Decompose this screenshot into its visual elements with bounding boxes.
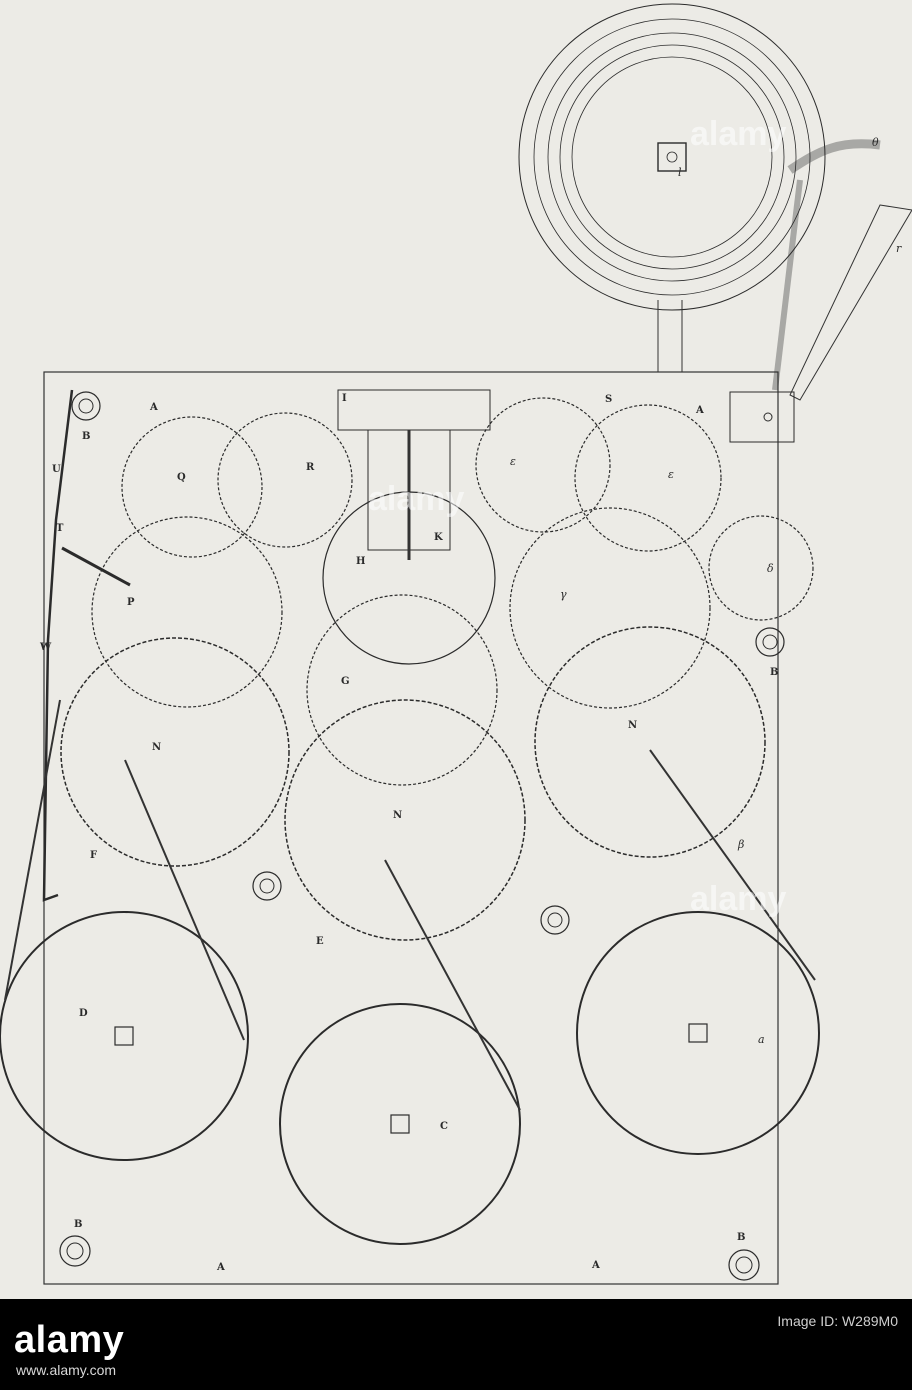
label-e: E bbox=[316, 936, 324, 947]
gear-p bbox=[91, 516, 283, 708]
label-a-top-right: A bbox=[695, 405, 704, 416]
lever-u-w bbox=[42, 389, 74, 902]
stock-footer: alamy www.alamy.com Image ID: W289M0 bbox=[0, 1299, 912, 1390]
gear-r bbox=[217, 412, 353, 548]
label-zeta: ε bbox=[510, 455, 516, 468]
label-b-bottom-left: B bbox=[74, 1219, 82, 1230]
engraving-plate: l θ r A A A A B B B B I S Q R U T W P H … bbox=[0, 3, 912, 1285]
gear-gamma bbox=[509, 507, 711, 709]
rack-i bbox=[337, 389, 491, 560]
label-delta: δ bbox=[767, 562, 774, 575]
label-b-top-left: B bbox=[82, 431, 90, 442]
label-epsilon: ε bbox=[668, 468, 674, 481]
gear-h bbox=[322, 491, 496, 665]
label-gamma: γ bbox=[560, 588, 567, 601]
label-beta: β bbox=[737, 838, 744, 851]
lever-t bbox=[61, 546, 131, 587]
label-g: G bbox=[341, 676, 350, 687]
clockwork-diagram: l θ r A A A A B B B B I S Q R U T W P H … bbox=[0, 3, 912, 1285]
label-tau: r bbox=[896, 242, 902, 255]
barrel-e bbox=[284, 699, 526, 941]
barrel-f bbox=[60, 637, 290, 867]
label-r: R bbox=[306, 462, 315, 473]
label-w: W bbox=[39, 642, 52, 653]
gear-q bbox=[121, 416, 263, 558]
label-k: K bbox=[434, 532, 443, 543]
label-i: I bbox=[342, 393, 347, 404]
label-s: S bbox=[605, 394, 612, 405]
label-c: C bbox=[440, 1121, 448, 1132]
stock-url: www.alamy.com bbox=[16, 1362, 117, 1378]
label-p: P bbox=[127, 597, 135, 608]
pulley-d bbox=[0, 911, 249, 1161]
gear-g bbox=[306, 594, 498, 786]
label-a-bottom-right: A bbox=[591, 1260, 600, 1271]
stock-image-id-label: Image ID: W289M0 bbox=[777, 1313, 898, 1329]
stock-logo: alamy bbox=[14, 1319, 125, 1361]
label-b-right: B bbox=[770, 667, 778, 678]
gear-delta bbox=[708, 515, 814, 621]
label-a-top-left: A bbox=[149, 402, 158, 413]
gear-zeta bbox=[475, 397, 611, 533]
label-a: a bbox=[758, 1033, 765, 1046]
label-t: T bbox=[56, 523, 64, 534]
label-q: Q bbox=[177, 472, 186, 483]
label-theta: θ bbox=[872, 136, 879, 149]
stock-image-id: Image ID: W289M0 bbox=[777, 1313, 898, 1331]
pulley-c bbox=[279, 1003, 521, 1245]
label-f: F bbox=[90, 850, 97, 861]
screw-holes bbox=[59, 391, 785, 1281]
pulley-a bbox=[576, 911, 820, 1155]
gear-epsilon bbox=[574, 404, 722, 552]
belts bbox=[4, 699, 816, 1111]
label-n-3: N bbox=[628, 720, 637, 731]
label-u: U bbox=[52, 464, 61, 475]
label-l: l bbox=[678, 166, 682, 179]
label-h: H bbox=[356, 556, 365, 567]
label-n-2: N bbox=[393, 810, 402, 821]
label-n-1: N bbox=[152, 742, 161, 753]
label-d: D bbox=[79, 1008, 88, 1019]
barrel-beta bbox=[534, 626, 766, 858]
mainspring-l bbox=[518, 3, 912, 443]
label-a-bottom-left: A bbox=[216, 1262, 225, 1273]
label-b-bottom-right: B bbox=[737, 1232, 745, 1243]
